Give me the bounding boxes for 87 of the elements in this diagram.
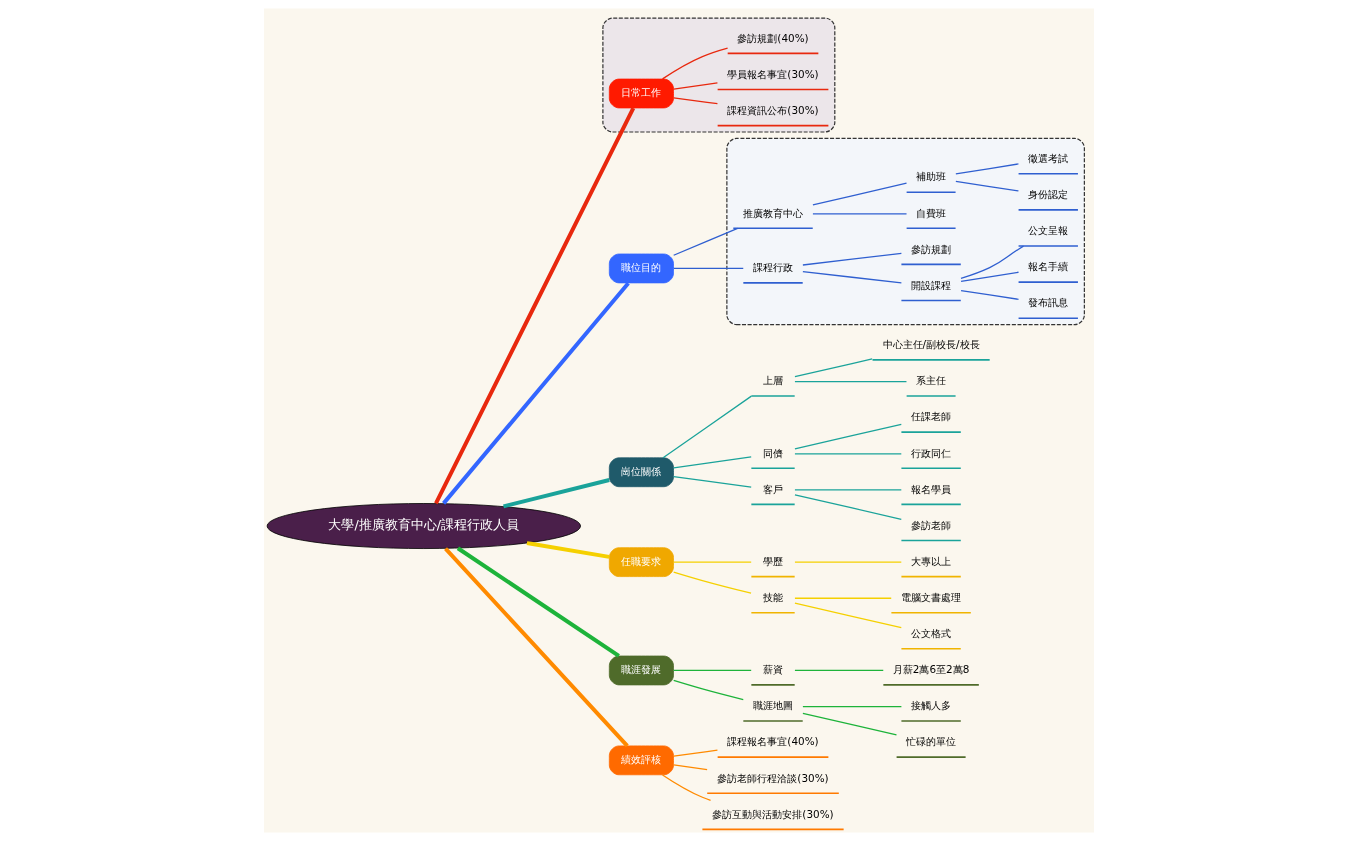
connector	[672, 749, 718, 757]
node-box: 日常工作	[608, 78, 674, 109]
connector	[441, 281, 630, 505]
node-text: 發布訊息	[1027, 296, 1068, 309]
connector	[661, 47, 728, 80]
connector	[672, 764, 708, 771]
node-text: 補助班	[915, 170, 946, 183]
connector	[959, 245, 1024, 280]
node-text: 報名學員	[910, 482, 951, 495]
node-text: 課程資訊公布(30%)	[726, 103, 819, 116]
connector	[672, 82, 718, 90]
node-text: 同儕	[762, 446, 783, 459]
connector	[672, 227, 738, 256]
connector	[793, 453, 902, 455]
connector	[811, 213, 907, 215]
node-text: 任課老師	[910, 410, 951, 423]
node-text: 自費班	[915, 206, 946, 219]
connector	[443, 547, 629, 748]
node-text: 中心主任/副校長/校長	[882, 338, 980, 351]
connector	[801, 705, 902, 708]
connector	[433, 107, 635, 505]
node-box: 職位目的	[608, 253, 674, 284]
node-box: 崗位關係	[608, 457, 674, 488]
connector	[793, 489, 902, 491]
node-box: 任職要求	[608, 547, 674, 577]
node-text: 課程行政	[752, 261, 793, 274]
node-text: 職涯地圖	[752, 699, 793, 712]
connector	[672, 97, 718, 105]
node-text: 電腦文書處理	[900, 590, 961, 603]
connector	[456, 546, 620, 658]
node-text: 學員報名事宜(30%)	[726, 67, 819, 80]
connector	[801, 252, 902, 266]
cluster	[725, 137, 1085, 326]
connector	[672, 456, 752, 469]
node-text: 參訪老師行程洽談(30%)	[716, 771, 829, 784]
connector	[801, 271, 902, 284]
connector	[661, 774, 711, 802]
connector	[793, 561, 902, 563]
node-text: 課程報名事宜(40%)	[726, 735, 819, 748]
node-text: 公文格式	[910, 627, 951, 640]
connector	[672, 571, 752, 594]
connector	[811, 182, 907, 206]
connector	[793, 597, 892, 599]
connector	[672, 267, 744, 270]
node-ellipse: 大學/推廣教育中心/課程行政人員	[266, 503, 581, 549]
node-text: 開設課程	[910, 278, 951, 291]
node-text: 參訪互動與活動安排(30%)	[711, 807, 834, 820]
node-text: 參訪規劃(40%)	[736, 31, 809, 44]
node-text: 參訪老師	[910, 518, 951, 531]
connector	[793, 669, 884, 672]
node-text: 系主任	[915, 374, 946, 387]
connector	[793, 358, 873, 378]
node-text: 行政同仁	[910, 446, 951, 459]
connector	[661, 395, 752, 459]
connector	[959, 289, 1019, 300]
node-text: 公文呈報	[1027, 224, 1068, 237]
cluster	[601, 17, 835, 133]
node-text: 月薪2萬6至2萬8	[892, 663, 969, 676]
connector	[954, 163, 1019, 175]
connector	[672, 561, 752, 563]
connector	[526, 541, 609, 559]
node-text: 上層	[762, 374, 783, 387]
connector	[793, 602, 902, 629]
node-text: 學歷	[762, 554, 783, 567]
connector	[793, 423, 902, 450]
node-text: 報名手續	[1027, 260, 1068, 273]
node-text: 徵選考試	[1027, 152, 1068, 165]
connector	[959, 271, 1019, 283]
connector	[954, 180, 1019, 192]
node-text: 技能	[762, 590, 783, 603]
node-text: 客戶	[762, 482, 783, 495]
node-text: 身份認定	[1027, 188, 1068, 201]
connector	[672, 679, 744, 701]
connector	[672, 475, 752, 488]
connector	[793, 380, 907, 383]
node-text: 大專以上	[910, 554, 951, 567]
node-text: 推廣教育中心	[742, 206, 803, 219]
connector	[672, 669, 752, 672]
connector	[801, 712, 897, 736]
node-text: 接觸人多	[910, 699, 951, 712]
node-box: 職涯發展	[608, 655, 674, 686]
node-text: 薪資	[762, 663, 783, 676]
node-box: 績效評核	[608, 745, 674, 776]
connector	[793, 494, 902, 520]
connector	[502, 478, 610, 509]
node-text: 參訪規劃	[910, 242, 951, 255]
node-text: 忙碌的單位	[905, 735, 956, 748]
